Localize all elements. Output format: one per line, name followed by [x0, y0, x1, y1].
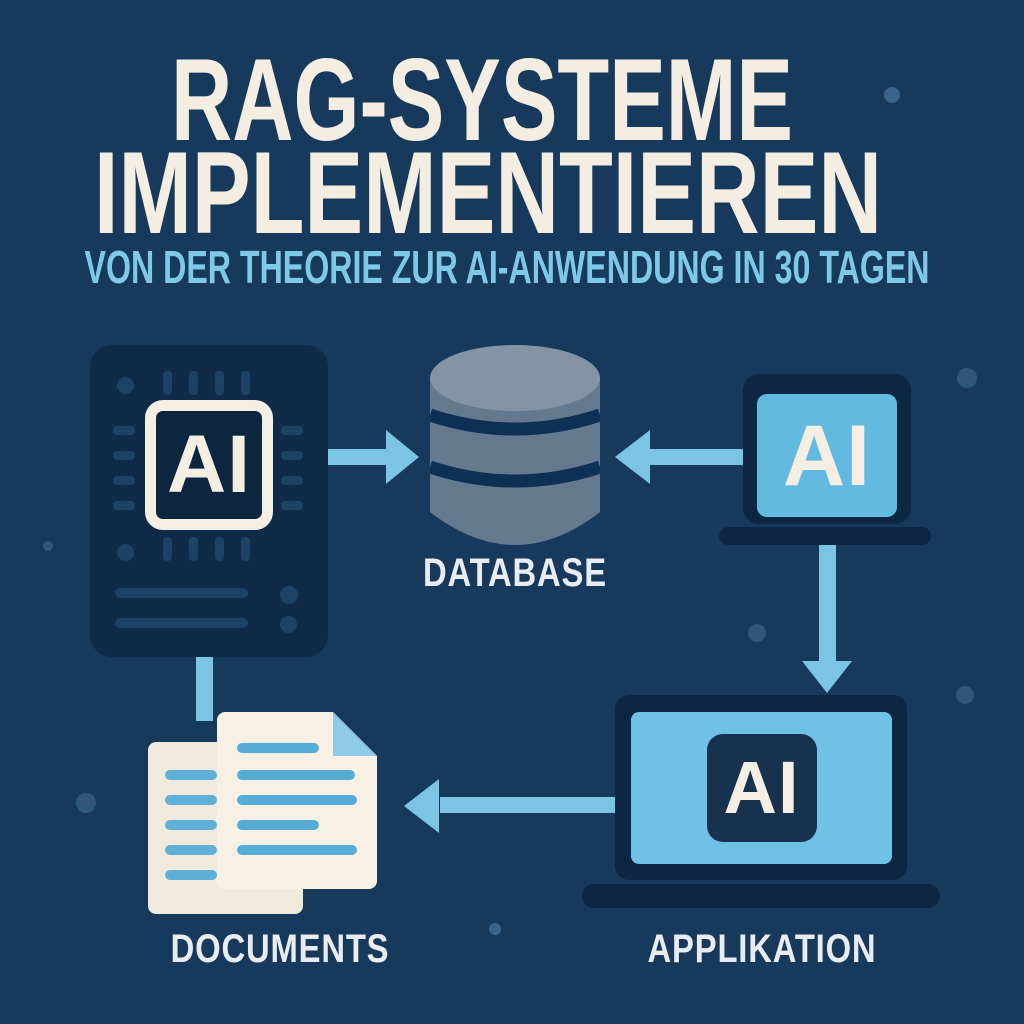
chip-pin — [113, 426, 135, 435]
background-dot — [748, 624, 766, 642]
chip-node-dot — [117, 377, 134, 394]
chip-pin — [163, 371, 172, 395]
chip-node-dot — [280, 616, 297, 633]
chip-pin — [113, 476, 135, 485]
chip-pin — [281, 451, 303, 460]
document-text-line — [165, 820, 217, 830]
background-dot — [43, 541, 53, 551]
arrow-shaft — [819, 545, 836, 661]
document-text-line — [165, 870, 217, 880]
poster-header: RAG-SYSTEME IMPLEMENTIEREN VON DER THEOR… — [85, 34, 930, 293]
laptop-base — [719, 527, 931, 545]
document-text-line — [237, 743, 319, 753]
chip-pin — [189, 371, 198, 395]
chip-pin — [189, 537, 198, 561]
page-fold-corner — [333, 712, 377, 756]
chip-pin — [281, 501, 303, 510]
chip-node-dot — [280, 586, 298, 604]
document-text-line — [237, 820, 319, 830]
chip-pin — [281, 476, 303, 485]
document-text-line — [237, 795, 357, 805]
arrow-shaft — [328, 449, 386, 465]
application-ai-label: AI — [723, 746, 800, 829]
arrow-head — [802, 661, 852, 693]
chip-trace-line — [115, 618, 248, 628]
ai-chip-card: AI — [90, 345, 328, 657]
laptop-ai-label: AI — [783, 407, 871, 504]
ai-chip-icon: AI — [145, 400, 273, 530]
application-ai-badge: AI — [706, 734, 817, 842]
document-text-line — [165, 845, 217, 855]
connector-chip-to-documents — [196, 657, 213, 721]
chip-pin — [215, 537, 224, 561]
background-dot — [76, 793, 96, 813]
application-label: APPLIKATION — [647, 927, 877, 971]
arrow-head — [404, 779, 439, 833]
background-dot — [884, 87, 900, 103]
chip-pin — [113, 501, 135, 510]
arrow-head — [386, 430, 419, 484]
document-text-line — [237, 770, 355, 780]
chip-pin — [241, 537, 250, 561]
background-dot — [956, 686, 974, 704]
background-dot — [489, 923, 501, 935]
laptop-screen: AI — [631, 712, 892, 864]
title-line-1: RAG-SYSTEME — [171, 34, 793, 165]
background-dot — [957, 368, 977, 388]
database-icon — [430, 345, 600, 545]
chip-pin — [281, 426, 303, 435]
document-text-line — [165, 770, 217, 780]
laptop-base — [582, 884, 940, 908]
chip-trace-line — [115, 588, 248, 598]
chip-pin — [163, 537, 172, 561]
chip-node-dot — [117, 544, 134, 561]
chip-pin — [113, 451, 135, 460]
arrow-head — [615, 430, 650, 484]
document-text-line — [165, 795, 217, 805]
arrow-shaft — [440, 797, 615, 813]
laptop-screen: AI — [757, 394, 897, 517]
subtitle: VON DER THEORIE ZUR AI-ANWENDUNG IN 30 T… — [85, 241, 930, 293]
chip-pin — [215, 371, 224, 395]
title-line-2: IMPLEMENTIEREN — [94, 127, 882, 258]
document-text-line — [237, 845, 357, 855]
chip-ai-label: AI — [167, 419, 251, 510]
database-label: DATABASE — [423, 551, 607, 595]
arrow-shaft — [650, 449, 744, 465]
documents-label: DOCUMENTS — [170, 927, 390, 971]
chip-pin — [241, 371, 250, 395]
